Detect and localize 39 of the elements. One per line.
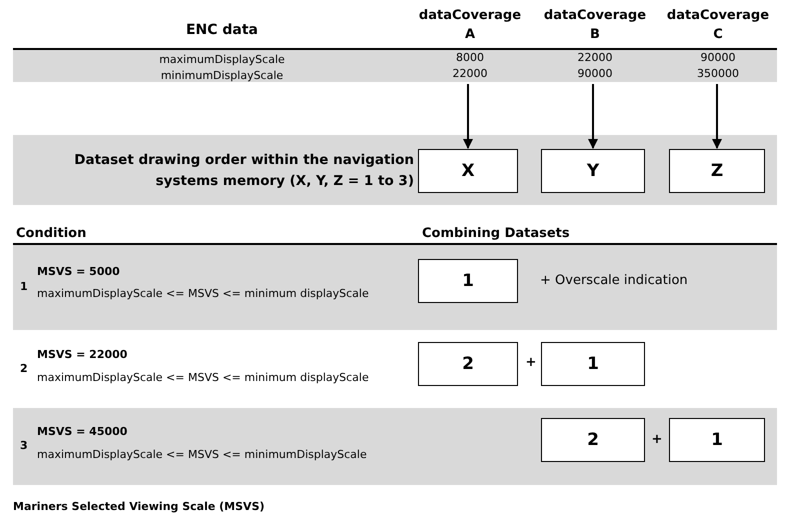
table-value: 8000 [455,50,485,66]
row-label: maximumDisplayScale [158,53,286,66]
footnote: Mariners Selected Viewing Scale (MSVS) [13,500,266,513]
table-value: 90000 [700,50,736,66]
column-header: Combining Datasets [422,226,571,241]
table-value: 22000 [576,50,614,66]
table-value: 350000 [696,66,740,82]
plus-sign: + [525,355,537,370]
dataset-box: 2 [541,418,645,462]
dataset-box: Z [669,149,765,193]
dataset-box: Y [541,149,645,193]
plus-sign: + [651,432,663,447]
dataset-box: 1 [541,342,645,386]
dataset-box: 1 [669,418,765,462]
condition-text: MSVS = 22000 [37,348,128,361]
row-heading: Dataset drawing order within the navigation systems memory (X, Y, Z = 1 to 3) [73,151,414,191]
row-number: 3 [20,439,29,452]
table-value: 90000 [576,66,614,82]
dataset-box: 2 [418,342,518,386]
row-label: minimumDisplayScale [160,69,284,82]
condition-text: maximumDisplayScale <= MSVS <= minimum displayScale [37,287,370,300]
row-number: 2 [20,362,29,375]
table-value: 22000 [452,66,488,82]
condition-text: MSVS = 45000 [37,425,128,438]
arrow [588,84,598,149]
note-text: + Overscale indication [540,273,689,288]
arrow [463,84,473,149]
column-header: dataCoverage C [666,7,770,44]
column-header: dataCoverage B [542,7,648,44]
column-header: Condition [16,226,88,241]
dataset-box: X [418,149,518,193]
column-header: ENC data [184,22,260,38]
condition-text: MSVS = 5000 [37,265,121,278]
condition-text: maximumDisplayScale <= MSVS <= minimum displayScale [37,371,370,384]
condition-text: maximumDisplayScale <= MSVS <= minimumDisplayScale [37,448,368,461]
row-number: 1 [20,280,29,293]
dataset-box: 1 [418,259,518,303]
arrow [712,84,722,149]
column-header: dataCoverage A [418,7,522,44]
